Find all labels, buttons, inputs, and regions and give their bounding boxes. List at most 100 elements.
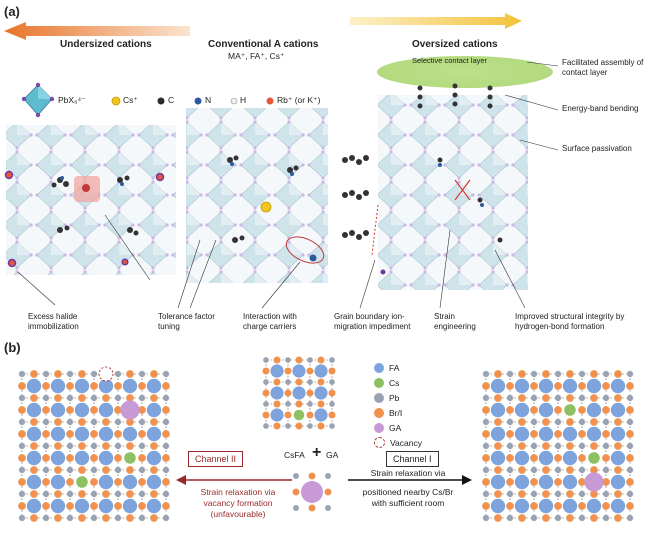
center-lattice-halide: [295, 422, 303, 430]
right-lattice-a-site: [514, 378, 530, 394]
left-lattice-a-site: [26, 498, 42, 514]
right-lattice-pb: [482, 490, 490, 498]
channel2-line3: (unfavourable): [210, 509, 266, 519]
ga-label: GA: [326, 450, 339, 460]
left-lattice-pb: [42, 466, 50, 474]
left-lattice-pb: [114, 442, 122, 450]
right-lattice-halide: [578, 430, 586, 438]
right-lattice-halide: [590, 514, 598, 522]
legend-ga: GA: [374, 420, 422, 435]
left-lattice-pb: [18, 418, 26, 426]
right-lattice-halide: [494, 442, 502, 450]
left-lattice-halide: [102, 466, 110, 474]
left-lattice-a-site: [146, 474, 162, 490]
left-lattice-pb: [114, 490, 122, 498]
right-lattice-pb: [554, 370, 562, 378]
right-lattice-pb: [530, 370, 538, 378]
left-lattice-pb: [138, 466, 146, 474]
left-lattice-a-site: [98, 498, 114, 514]
right-lattice-pb: [506, 514, 514, 522]
right-lattice-pb: [530, 394, 538, 402]
left-lattice-halide: [66, 382, 74, 390]
right-lattice-halide: [542, 490, 550, 498]
left-lattice-a-site: [122, 474, 138, 490]
right-lattice-pb: [554, 490, 562, 498]
contact-layer-ellipse: [377, 56, 553, 88]
left-lattice-halide: [18, 478, 26, 486]
left-lattice-pb: [90, 394, 98, 402]
left-lattice-pb: [162, 490, 170, 498]
left-lattice-halide: [42, 478, 50, 486]
right-lattice-halide: [482, 502, 490, 510]
note-contact-layer: Facilitated assembly of contact layer: [562, 58, 644, 77]
right-lattice-halide: [494, 370, 502, 378]
note-strain-engineering: Strain engineering: [434, 312, 476, 331]
right-lattice-halide: [518, 490, 526, 498]
right-lattice-halide: [614, 394, 622, 402]
left-lattice-pb: [90, 466, 98, 474]
right-lattice-pb: [482, 370, 490, 378]
channel2-line1: Strain relaxation via: [200, 487, 276, 497]
right-lattice-a-site: [564, 404, 576, 416]
left-lattice-halide: [42, 502, 50, 510]
right-lattice-pb: [554, 514, 562, 522]
right-lattice-halide: [626, 502, 634, 510]
left-lattice-halide: [114, 382, 122, 390]
right-lattice-halide: [494, 514, 502, 522]
note-structural-integrity: Improved structural integrity by hydroge…: [515, 312, 625, 331]
left-lattice-a-site: [26, 474, 42, 490]
right-lattice-halide: [506, 502, 514, 510]
right-lattice-pb: [506, 418, 514, 426]
right-lattice-halide: [602, 430, 610, 438]
left-lattice-halide: [150, 370, 158, 378]
left-lattice-halide: [138, 406, 146, 414]
left-lattice-halide: [18, 430, 26, 438]
left-lattice-halide: [42, 382, 50, 390]
ga-cation: [301, 481, 323, 503]
right-lattice-a-site: [538, 474, 554, 490]
right-lattice-a-site: [514, 474, 530, 490]
left-lattice-halide: [90, 382, 98, 390]
left-lattice-a-site: [74, 498, 90, 514]
left-lattice-halide: [138, 454, 146, 462]
panel-b-legend: FA Cs Pb Br/I GA Vacancy: [374, 360, 422, 450]
right-lattice-a-site: [514, 498, 530, 514]
left-lattice-a-site: [122, 426, 138, 442]
left-lattice-halide: [138, 502, 146, 510]
left-lattice-halide: [162, 382, 170, 390]
right-lattice-halide: [626, 382, 634, 390]
left-lattice-pb: [138, 418, 146, 426]
header-conventional-sub: MA⁺, FA⁺, Cs⁺: [228, 51, 285, 61]
left-lattice-halide: [30, 394, 38, 402]
right-lattice-a-site: [586, 426, 602, 442]
left-lattice-pb: [162, 370, 170, 378]
right-lattice-halide: [530, 406, 538, 414]
right-lattice-halide: [482, 478, 490, 486]
right-lattice-a-site: [586, 378, 602, 394]
left-lattice-a-site: [146, 450, 162, 466]
left-lattice-halide: [66, 406, 74, 414]
center-lattice-a-site: [270, 364, 284, 378]
left-lattice-a-site: [120, 400, 140, 420]
left-lattice-halide: [126, 490, 134, 498]
right-lattice-a-site: [562, 426, 578, 442]
left-lattice-a-site: [26, 402, 42, 418]
right-lattice-pb: [530, 466, 538, 474]
left-lattice-pb: [90, 490, 98, 498]
right-lattice-halide: [542, 394, 550, 402]
legend-h: H: [240, 95, 247, 105]
right-lattice-halide: [506, 382, 514, 390]
left-lattice-halide: [162, 454, 170, 462]
channel1-line1: Strain relaxation via: [370, 468, 446, 478]
right-lattice-pb: [554, 418, 562, 426]
left-lattice-a-site: [74, 450, 90, 466]
left-lattice-halide: [66, 430, 74, 438]
center-lattice-halide: [273, 400, 281, 408]
ga-cage-halide: [292, 488, 300, 496]
right-lattice-pb: [554, 466, 562, 474]
pb-dot: [374, 392, 384, 403]
right-lattice-a-site: [538, 402, 554, 418]
left-lattice-pb: [42, 370, 50, 378]
center-lattice-halide: [317, 400, 325, 408]
legend-pb: Pb: [374, 390, 422, 405]
